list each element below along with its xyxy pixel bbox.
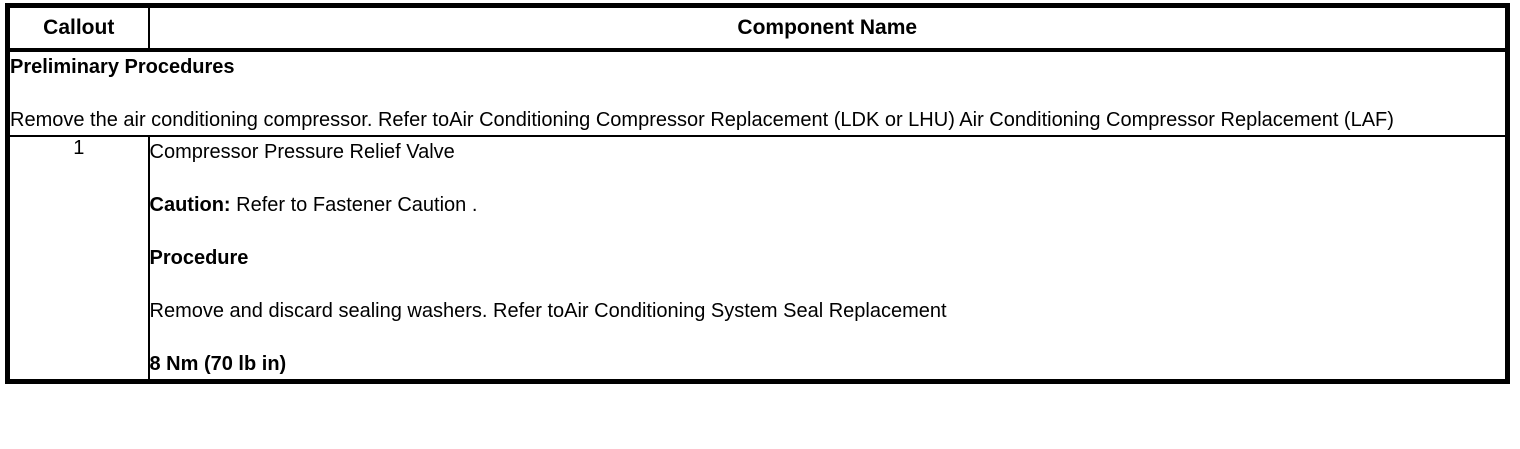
caution-label: Caution:: [149, 194, 231, 216]
caution-text: Refer to Fastener Caution .: [230, 194, 478, 216]
procedure-heading: Procedure: [149, 247, 249, 269]
component-name-column-header: Component Name: [147, 4, 1509, 52]
preliminary-procedures-text: Remove the air conditioning compressor. …: [10, 109, 1394, 131]
table-header-row: Callout Component Name: [6, 4, 1509, 52]
component-name-text: Compressor Pressure Relief Valve: [149, 141, 455, 163]
procedure-text: Remove and discard sealing washers. Refe…: [149, 300, 947, 322]
caution-paragraph: Caution: Refer to Fastener Caution .: [150, 190, 1506, 220]
preliminary-procedures-row: Preliminary Procedures Remove the air co…: [6, 49, 1509, 137]
preliminary-procedures-cell: Preliminary Procedures Remove the air co…: [6, 49, 1509, 137]
preliminary-procedures-title: Preliminary Procedures: [10, 56, 235, 78]
callout-column-header: Callout: [6, 4, 150, 52]
callout-number: 1: [6, 135, 150, 383]
torque-spec: 8 Nm (70 lb in): [149, 353, 287, 375]
table-row: 1 Compressor Pressure Relief Valve Cauti…: [6, 135, 1509, 383]
component-callout-table: Callout Component Name Preliminary Proce…: [5, 3, 1510, 384]
component-description-cell: Compressor Pressure Relief Valve Caution…: [147, 135, 1509, 383]
